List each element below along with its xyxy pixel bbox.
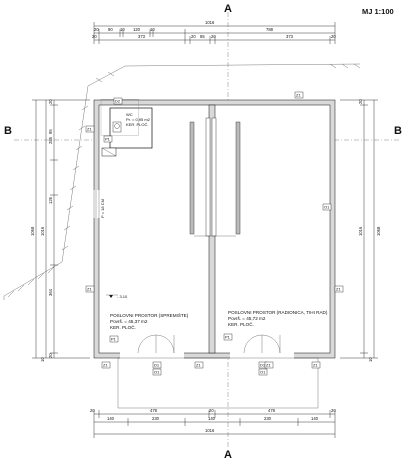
bottom-dim-a1: 478: [150, 408, 158, 413]
room-right-area: Površ. = 45,72 m2: [228, 316, 266, 321]
top-dim-b7: 20: [331, 34, 336, 39]
svg-text:Z1: Z1: [196, 363, 201, 368]
svg-text:D2: D2: [115, 99, 121, 104]
top-dim-b1: 373: [138, 34, 146, 39]
tag-group: Z1 Z1 Z1 O1 Z1 D2 P1 P1 P1 D1 O1 D1 O1 Z…: [85, 91, 344, 376]
doors-right: [243, 334, 281, 354]
window-label: P = 18 CM: [100, 199, 105, 218]
right-dim-part-1: 10: [368, 357, 373, 362]
bottom-dim-b4: 140: [311, 416, 319, 421]
room-left-area: Površ. = 45,37 m2: [110, 319, 148, 324]
entrance-platform: [117, 357, 319, 409]
bottom-dim-a2: 20: [209, 408, 214, 413]
bottom-dim-b3: 230: [264, 416, 272, 421]
top-dim-a0: 20: [94, 27, 99, 32]
wc-name: WC: [126, 112, 133, 117]
bottom-dim-a3: 478: [268, 408, 276, 413]
right-dimensions: 1016 1068 20 10: [340, 99, 381, 362]
room-right-name: POSLOVNI PROSTOR (RADIONICA, TIHI RAD): [228, 310, 328, 315]
top-dim-b5: 20: [211, 34, 216, 39]
svg-text:Z1: Z1: [87, 127, 92, 132]
left-dim-part-0: 285: [48, 136, 53, 144]
wc-area: Pr. = 0,95 m2: [126, 117, 151, 122]
section-mark-b-left: B: [4, 125, 12, 137]
left-dim-small-2: 20: [48, 353, 53, 358]
level-mark: - 3.10: [106, 294, 128, 299]
terrain-line: [3, 63, 361, 300]
left-dim-part-1: 126: [48, 196, 53, 204]
top-dim-b6: 373: [286, 34, 294, 39]
svg-text:- 3.10: - 3.10: [117, 294, 128, 299]
wc-room: WC Pr. = 0,95 m2 KER. PLOČ.: [100, 99, 153, 157]
svg-text:P1: P1: [105, 137, 111, 142]
bottom-dimensions: 20 478 20 478 20 140 230 140 230 140 101…: [90, 408, 336, 438]
left-dim-small-0: 20: [48, 99, 53, 104]
svg-text:Z1: Z1: [266, 363, 271, 368]
svg-text:Z1: Z1: [296, 93, 301, 98]
svg-text:O1: O1: [324, 205, 330, 210]
bottom-dim-b0: 140: [107, 416, 115, 421]
right-dim-outer: 1016: [358, 226, 363, 236]
left-dim-part-2: 364: [48, 288, 53, 296]
section-mark-b-right: B: [394, 125, 402, 137]
svg-text:Z1: Z1: [87, 287, 92, 292]
bottom-dim-a4: 20: [331, 408, 336, 413]
scale-label: MJ 1:100: [362, 7, 394, 16]
top-dim-overall: 1016: [205, 20, 215, 25]
top-dim-a1: 90: [108, 27, 113, 32]
room-left-name: POSLOVNI PROSTOR (SPREMIŠTE): [110, 312, 189, 318]
bottom-dim-overall: 1016: [205, 428, 215, 433]
interior-pillars: [189, 117, 241, 237]
room-left-floor: KER. PLOČ.: [110, 324, 136, 330]
top-dimensions: 1016 20 90 10 120 10 788 20 373 20 85 20…: [92, 20, 336, 44]
left-dimensions: 1068 1016 285 126 364 20 95 20 10: [30, 99, 90, 362]
top-dim-a4: 10: [150, 27, 155, 32]
right-dim-overall: 1068: [376, 226, 381, 236]
bottom-dim-a0: 20: [90, 408, 95, 413]
bottom-dim-b2: 140: [208, 416, 216, 421]
svg-text:P1: P1: [111, 337, 117, 342]
left-dim-small-3: 10: [40, 357, 45, 362]
left-dim-outer: 1016: [40, 226, 45, 236]
doors-left: [137, 334, 175, 354]
terrain-hatch: [7, 63, 361, 298]
top-dim-b0: 20: [92, 34, 97, 39]
top-dim-a3: 120: [133, 27, 141, 32]
room-right-floor: KER. PLOČ.: [228, 321, 254, 327]
svg-text:O1: O1: [154, 370, 160, 375]
right-dim-part-0: 20: [358, 99, 363, 104]
left-dim-overall: 1068: [30, 226, 35, 236]
svg-text:Z1: Z1: [336, 287, 341, 292]
top-dim-a2: 10: [120, 27, 125, 32]
left-dim-small-1: 95: [48, 129, 53, 134]
section-mark-a-top: A: [224, 3, 232, 15]
svg-text:D1: D1: [260, 363, 266, 368]
svg-text:D1: D1: [154, 363, 160, 368]
top-dim-b4: 85: [200, 34, 205, 39]
wc-floor: KER. PLOČ.: [126, 122, 148, 127]
top-dim-b3: 20: [191, 34, 196, 39]
top-dim-a6: 788: [266, 27, 274, 32]
bottom-dim-b1: 230: [152, 416, 160, 421]
svg-text:O1: O1: [260, 370, 266, 375]
svg-text:Z1: Z1: [313, 363, 318, 368]
section-mark-a-bottom: A: [224, 449, 232, 460]
svg-text:Z1: Z1: [103, 363, 108, 368]
svg-text:P1: P1: [225, 335, 231, 340]
